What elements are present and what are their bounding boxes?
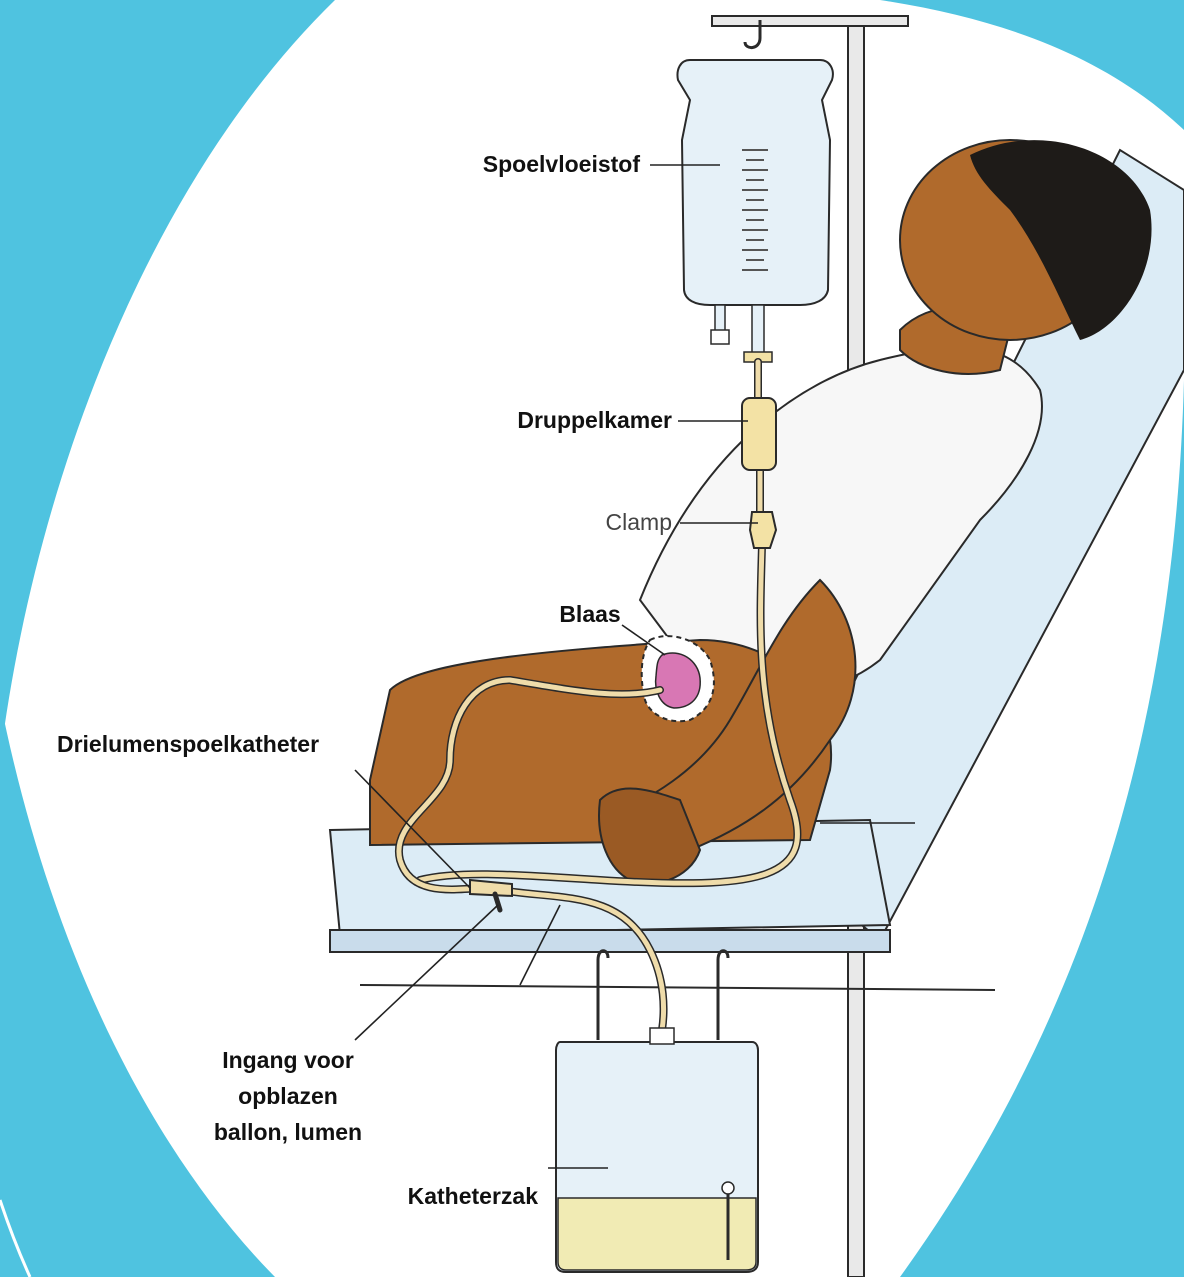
bag-port-cap (711, 330, 729, 344)
teal-right-corner (880, 0, 1184, 130)
catheter-y-connector (470, 880, 512, 896)
label-drielumenspoelkatheter: Drielumenspoelkatheter (57, 731, 319, 757)
bag-port-main (752, 305, 764, 355)
label-katheterzak: Katheterzak (408, 1183, 539, 1209)
irrigation-bag (678, 60, 833, 362)
bed-frame-rail (330, 930, 890, 952)
bag-hanger-right (718, 951, 728, 1040)
label-blaas: Blaas (559, 601, 620, 627)
bag-hanger-left (598, 951, 608, 1040)
drip-chamber (742, 398, 776, 470)
bed-frame-lower (360, 985, 995, 990)
irrigation-bag-body (678, 60, 833, 305)
drain-valve-knob (722, 1182, 734, 1194)
label-clamp: Clamp (606, 509, 672, 535)
urine-level (558, 1198, 756, 1270)
teal-left-band (0, 0, 335, 760)
catheter-bag (556, 951, 758, 1272)
label-ingang-line-2: opblazen (238, 1083, 338, 1109)
label-ingang-line-3: ballon, lumen (214, 1119, 362, 1145)
teal-left-lower (0, 700, 275, 1277)
bag-inlet-connector (650, 1028, 674, 1044)
label-ingang-line-1: Ingang voor (222, 1047, 354, 1073)
pole-arm (712, 16, 908, 26)
roller-clamp (750, 512, 776, 548)
label-druppelkamer: Druppelkamer (517, 407, 672, 433)
label-spoelvloeistof: Spoelvloeistof (483, 151, 641, 177)
